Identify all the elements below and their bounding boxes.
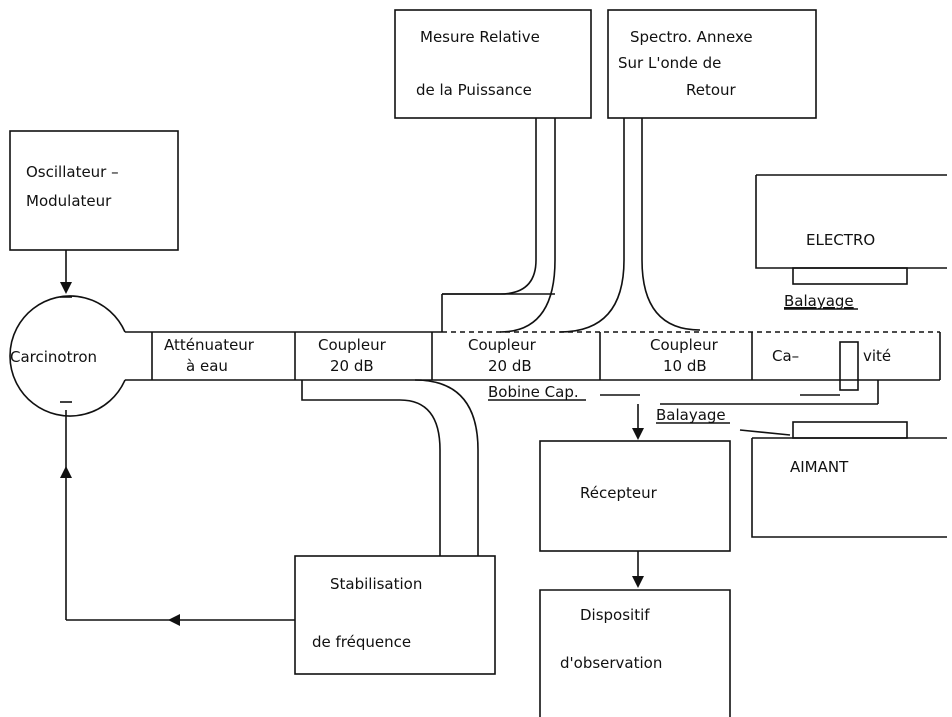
spectro-line3: Retour xyxy=(686,81,737,99)
coupleur3-line2: 10 dB xyxy=(663,357,707,375)
spectro-box: Spectro. Annexe Sur L'onde de Retour xyxy=(559,9,817,333)
coupleur1-line2: 20 dB xyxy=(330,357,374,375)
aimant-box: AIMANT Balayage xyxy=(656,406,947,538)
electro-box: ELECTRO Balayage xyxy=(755,174,947,310)
dispositif-box: Dispositif d'observation xyxy=(539,589,731,717)
mesure-line2: de la Puissance xyxy=(416,81,532,99)
stabilisation-box: Stabilisation de fréquence xyxy=(294,379,496,675)
dispositif-line1: Dispositif xyxy=(580,606,650,624)
cavite-line1: Ca– xyxy=(772,347,799,365)
carcinotron-label: Carcinotron xyxy=(10,348,97,366)
oscillateur-line2: Modulateur xyxy=(26,192,112,210)
aimant-label: AIMANT xyxy=(790,458,849,476)
spectro-line1: Spectro. Annexe xyxy=(630,28,753,46)
mesure-box: Mesure Relative de la Puissance xyxy=(394,9,592,333)
cavite: Ca– vité xyxy=(600,341,891,405)
coupleur2-line1: Coupleur xyxy=(468,336,537,354)
mesure-line1: Mesure Relative xyxy=(420,28,540,46)
stabilisation-line2: de fréquence xyxy=(312,633,411,651)
recepteur-box: Récepteur xyxy=(539,404,731,588)
electro-label: ELECTRO xyxy=(806,231,875,249)
spectro-line2: Sur L'onde de xyxy=(618,54,721,72)
oscillateur-line1: Oscillateur – xyxy=(26,163,119,181)
feedback-line xyxy=(60,410,295,626)
dispositif-line2: d'observation xyxy=(560,654,662,672)
arrow-down xyxy=(632,428,644,440)
balayage-top-label: Balayage xyxy=(784,292,854,310)
balayage-bottom-label: Balayage xyxy=(656,406,726,424)
coupleur1-line1: Coupleur xyxy=(318,336,387,354)
arrow-down xyxy=(632,576,644,588)
cavite-line2: vité xyxy=(863,347,891,365)
bobine-label: Bobine Cap. xyxy=(488,383,579,401)
arrow-up xyxy=(60,466,72,478)
oscillateur-box: Oscillateur – Modulateur xyxy=(9,130,179,294)
arrow-down xyxy=(60,282,72,294)
attenuateur-line1: Atténuateur xyxy=(164,336,255,354)
coupleur3-line1: Coupleur xyxy=(650,336,719,354)
arrow-left xyxy=(168,614,180,626)
attenuateur-line2: à eau xyxy=(186,357,228,375)
carcinotron: Carcinotron xyxy=(9,295,126,417)
recepteur-label: Récepteur xyxy=(580,484,658,502)
coupleur2-line2: 20 dB xyxy=(488,357,532,375)
stabilisation-line1: Stabilisation xyxy=(330,575,422,593)
